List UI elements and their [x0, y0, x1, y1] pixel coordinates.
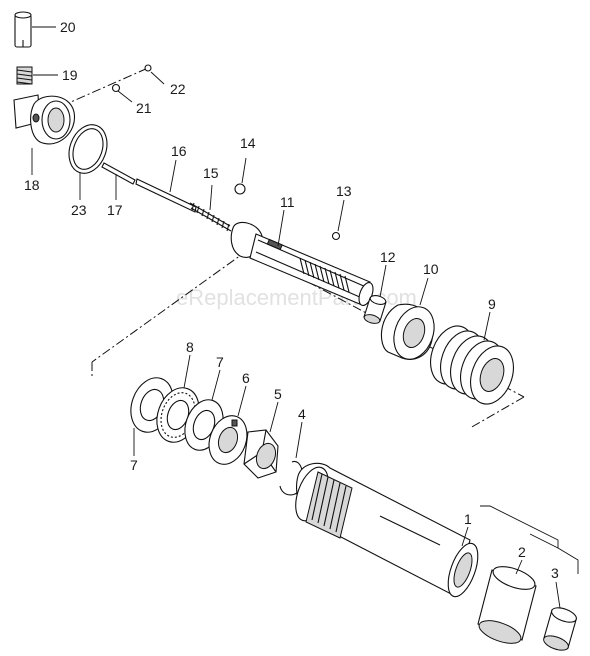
part-13-ball: [331, 231, 341, 241]
part-1-sleeve: [295, 462, 479, 598]
callout-7-upper: 7: [216, 354, 224, 370]
callout-7-lower: 7: [130, 457, 138, 473]
part-6-lock-washer: [208, 415, 248, 465]
part-23-o-ring: [68, 124, 108, 174]
callout-11: 11: [280, 194, 295, 210]
callout-21: 21: [136, 100, 152, 116]
leader-lines: [31, 26, 561, 609]
callout-6: 6: [242, 370, 250, 386]
callout-2: 2: [518, 544, 526, 560]
callout-9: 9: [488, 296, 496, 312]
part-15-spring: [189, 202, 232, 232]
part-9-coil-spring: [430, 325, 514, 405]
callout-22: 22: [170, 81, 186, 97]
callout-20: 20: [60, 19, 76, 35]
callout-10: 10: [423, 261, 439, 277]
part-21-ball: [111, 83, 121, 93]
part-3-bushing: [543, 607, 577, 651]
part-20-pin: [14, 11, 32, 48]
callout-12: 12: [380, 249, 396, 265]
part-10-washer: [380, 303, 435, 360]
part-14-ball: [234, 183, 246, 195]
callout-17: 17: [107, 202, 123, 218]
callout-5: 5: [274, 386, 282, 402]
part-18-housing: [13, 94, 76, 145]
callout-13: 13: [336, 183, 352, 199]
callout-14: 14: [240, 135, 256, 151]
callout-4: 4: [298, 406, 306, 422]
callout-labels: 20 19 22 21 16 14 15 18 23 17 11 13 12 1…: [24, 19, 559, 581]
callout-1: 1: [464, 511, 472, 527]
callout-18: 18: [24, 177, 40, 193]
callout-19: 19: [62, 67, 78, 83]
part-2-bushing: [477, 566, 537, 644]
callout-23: 23: [71, 202, 87, 218]
callout-3: 3: [551, 565, 559, 581]
part-17-rod: [101, 162, 136, 185]
part-16-valve-stem: [135, 178, 197, 213]
part-22-ball: [144, 64, 152, 72]
part-5-hex-nut: [243, 429, 279, 479]
callout-16: 16: [171, 143, 187, 159]
part-12-bushing: [363, 295, 387, 324]
callout-15: 15: [203, 165, 219, 181]
part-19-spring: [16, 66, 33, 85]
group-bracket: [480, 505, 579, 574]
callout-8: 8: [186, 339, 194, 355]
